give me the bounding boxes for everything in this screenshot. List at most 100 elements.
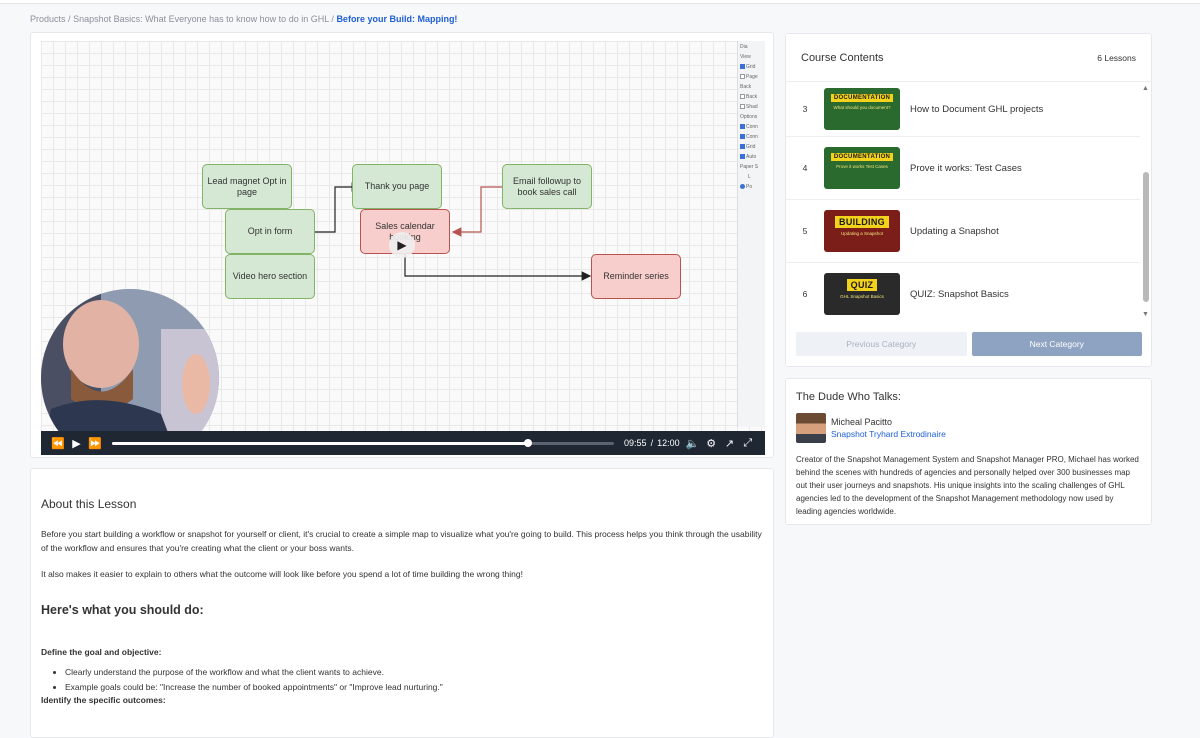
about-heading: About this Lesson	[41, 497, 137, 511]
thumbnail-tag: DOCUMENTATION	[830, 153, 894, 161]
duration: 12:00	[657, 438, 680, 448]
node-email-followup: Email followup to book sales call	[502, 164, 592, 209]
lesson-number: 3	[802, 104, 808, 114]
bullet-item: Clearly understand the purpose of the wo…	[65, 665, 763, 680]
author-row: Micheal Pacitto Snapshot Tryhard Extrodi…	[796, 413, 1141, 443]
lesson-item[interactable]: 6 QUIZ GHL Snapshot Basics QUIZ: Snapsho…	[786, 263, 1140, 322]
diagram-connectors	[315, 182, 592, 281]
lesson-list-scrollbar[interactable]: ▲ ▼	[1141, 84, 1150, 320]
node-opt-in-form: Opt in form	[225, 209, 315, 254]
fullscreen-icon[interactable]: ⤢	[743, 436, 753, 449]
panel-option: Conn	[740, 124, 763, 134]
presenter-image	[41, 289, 219, 455]
thumbnail-caption: GHL Snapshot Basics	[840, 294, 884, 299]
author-bio: Creator of the Snapshot Management Syste…	[796, 455, 1139, 516]
scroll-down-icon[interactable]: ▼	[1142, 311, 1149, 318]
thumbnail-caption: Updating a Snapshot	[840, 231, 884, 236]
previous-category-button[interactable]: Previous Category	[796, 332, 967, 356]
node-lead-magnet: Lead magnet Opt in page	[202, 164, 292, 209]
avatar	[796, 413, 826, 443]
lesson-number: 6	[802, 289, 808, 299]
lesson-item[interactable]: 3 DOCUMENTATION What should you document…	[786, 82, 1140, 137]
fast-forward-icon[interactable]: ⏩	[88, 437, 102, 450]
author-role-link[interactable]: Snapshot Tryhard Extrodinaire	[831, 429, 946, 439]
step-bullets: Clearly understand the purpose of the wo…	[41, 665, 763, 695]
play-icon: ▶	[397, 238, 407, 252]
video-player[interactable]: Lead magnet Opt in page Opt in form Vide…	[41, 41, 765, 455]
panel-label: Dia	[740, 44, 748, 50]
popout-icon[interactable]: ↗	[724, 437, 735, 450]
play-overlay-button[interactable]: ▶	[389, 232, 415, 258]
node-video-hero: Video hero section	[225, 254, 315, 299]
breadcrumb-products[interactable]: Products	[30, 14, 66, 24]
bullet-item: Example goals could be: "Increase the nu…	[65, 680, 763, 695]
thumbnail-caption: Prove it works Test Cases	[836, 164, 888, 169]
breadcrumb-current: Before your Build: Mapping!	[336, 14, 458, 24]
author-card: The Dude Who Talks: Micheal Pacitto Snap…	[785, 378, 1152, 525]
about-paragraph: It also makes it easier to explain to ot…	[41, 569, 523, 579]
lesson-thumbnail: DOCUMENTATION Prove it works Test Cases	[824, 147, 900, 189]
lesson-title: Updating a Snapshot	[910, 225, 999, 237]
video-controls: ⏪ ▶ ⏩ 09:55 / 12:00 🔈 ⚙ ↗ ⤢	[41, 431, 765, 455]
node-thank-you: Thank you page	[352, 164, 442, 209]
video-progress-bar[interactable]	[112, 438, 615, 447]
lesson-number: 4	[802, 163, 808, 173]
panel-option: Conn	[740, 134, 763, 144]
step-title: Identify the specific outcomes:	[41, 695, 166, 705]
thumbnail-caption: What should you document?	[833, 105, 891, 110]
current-time: 09:55	[624, 438, 647, 448]
top-bar	[0, 0, 1200, 4]
lesson-title: How to Document GHL projects	[910, 103, 1044, 115]
panel-label: L	[748, 174, 751, 180]
lesson-item[interactable]: 4 DOCUMENTATION Prove it works Test Case…	[786, 137, 1140, 200]
course-contents-header: Course Contents 6 Lessons	[786, 34, 1151, 82]
course-contents-title: Course Contents	[801, 51, 884, 64]
breadcrumb-course[interactable]: Snapshot Basics: What Everyone has to kn…	[73, 14, 329, 24]
panel-option: Back	[740, 84, 752, 90]
lesson-list: 3 DOCUMENTATION What should you document…	[786, 82, 1140, 322]
thumbnail-tag: QUIZ	[846, 279, 878, 291]
thumbnail-tag: DOCUMENTATION	[830, 94, 894, 102]
scrollbar-thumb[interactable]	[1143, 172, 1149, 302]
node-reminder: Reminder series	[591, 254, 681, 299]
about-lesson-card: About this Lesson Before you start build…	[30, 468, 774, 738]
author-name: Micheal Pacitto	[831, 417, 893, 427]
next-category-button[interactable]: Next Category	[971, 332, 1142, 356]
panel-option: Auto	[740, 154, 763, 164]
panel-option: Grid	[740, 144, 763, 154]
panel-label: View	[740, 54, 751, 60]
progress-knob[interactable]	[523, 438, 532, 447]
panel-option: Back	[740, 94, 763, 104]
lesson-title: Prove it works: Test Cases	[910, 162, 1022, 174]
panel-option: Shad	[740, 104, 763, 114]
panel-option: Grid	[740, 64, 763, 74]
drawio-format-panel: Dia View Grid Page Back Back Shad Option…	[737, 41, 765, 427]
lesson-title: QUIZ: Snapshot Basics	[910, 288, 1009, 300]
breadcrumb-sep: /	[331, 14, 334, 24]
progress-fill	[112, 441, 528, 445]
lesson-number: 5	[802, 226, 808, 236]
breadcrumb-sep: /	[68, 14, 71, 24]
about-subheading: Here's what you should do:	[41, 603, 204, 617]
settings-gear-icon[interactable]: ⚙	[706, 437, 717, 450]
category-nav: Previous Category Next Category	[796, 332, 1142, 356]
play-icon[interactable]: ▶	[72, 437, 81, 450]
lesson-thumbnail: DOCUMENTATION What should you document?	[824, 88, 900, 130]
breadcrumb: Products / Snapshot Basics: What Everyon…	[30, 14, 457, 24]
panel-option: Page	[740, 74, 763, 84]
panel-label: Options	[740, 114, 758, 120]
lesson-item[interactable]: 5 BUILDING Updating a Snapshot Updating …	[786, 200, 1140, 263]
video-card: Lead magnet Opt in page Opt in form Vide…	[30, 32, 774, 458]
panel-label: Paper S	[740, 164, 759, 170]
presenter-webcam	[41, 289, 219, 455]
author-heading: The Dude Who Talks:	[796, 391, 901, 403]
rewind-icon[interactable]: ⏪	[51, 437, 66, 450]
thumbnail-tag: BUILDING	[835, 216, 889, 228]
lesson-count: 6 Lessons	[1097, 52, 1136, 63]
course-contents-card: Course Contents 6 Lessons 3 DOCUMENTATIO…	[785, 33, 1152, 367]
scroll-up-icon[interactable]: ▲	[1142, 85, 1149, 92]
lesson-thumbnail: QUIZ GHL Snapshot Basics	[824, 273, 900, 315]
volume-icon[interactable]: 🔈	[685, 437, 700, 450]
panel-option: Po	[740, 184, 763, 194]
time-separator: /	[650, 438, 654, 448]
